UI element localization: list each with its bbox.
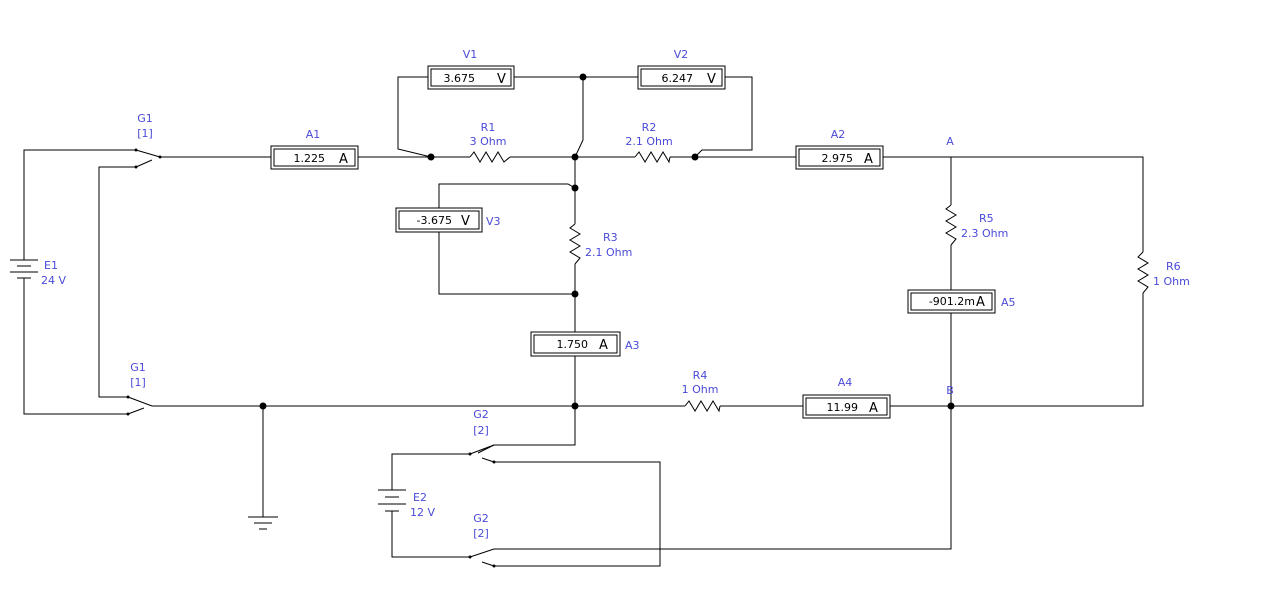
label-v2: V2 [674,48,689,61]
ammeter-a1[interactable]: 1.225 A [270,145,359,170]
value-r1: 3 Ohm [470,135,507,148]
resistor-r4[interactable] [684,400,721,413]
wire-a2-r6 [883,156,1144,252]
junction-dot [571,290,579,298]
junction-dot [691,153,699,161]
wire-g2-link [494,461,661,567]
switch-g1-top[interactable] [134,148,162,169]
label-a5: A5 [1001,296,1016,309]
voltmeter-v2[interactable]: 6.247 V [637,65,726,90]
label-r3: R3 [603,231,618,244]
meter-value: 1.750 [557,338,589,351]
switch-g2-top[interactable] [468,444,496,464]
value-e2: 12 V [410,506,435,519]
meter-value: -901.2m [929,295,975,308]
junction-dot [571,184,579,192]
meter-unit: V [707,72,716,87]
switch-g2-bottom[interactable] [468,548,496,568]
node-label-b: B [946,384,954,397]
resistor-r2[interactable] [634,151,671,164]
label-a4: A4 [838,376,853,389]
resistor-r1[interactable] [469,151,511,163]
junction-dot [571,153,579,161]
label-r4: R4 [693,369,708,382]
wire-e1-top [23,149,136,260]
wire-b-g2 [494,406,952,550]
meter-value: 2.975 [822,152,854,165]
meter-unit: A [339,152,348,167]
meter-value: -3.675 [417,214,452,227]
label-g1-top: G1 [137,112,153,125]
label-g1-bottom: G1 [130,361,146,374]
meter-value: 6.247 [662,72,694,85]
ammeter-a2[interactable]: 2.975 A [795,145,884,170]
label-g2-top: G2 [473,408,489,421]
label-a2: A2 [831,128,846,141]
wire-v1-mid [574,77,584,158]
wire-g1-link [98,166,136,398]
label-r1: R1 [481,121,496,134]
resistor-r3[interactable] [569,223,581,265]
voltmeter-v3[interactable]: -3.675 V [395,207,483,233]
label-r6: R6 [1166,260,1181,273]
value-r2: 2.1 Ohm [625,135,672,148]
junction-dot [427,153,435,161]
wire-e2-top [391,453,470,490]
wires [23,76,1144,567]
battery-e1[interactable] [10,259,38,285]
key-g2-top: [2] [473,424,489,437]
label-v1: V1 [463,48,478,61]
resistor-r5[interactable] [945,204,957,246]
meter-unit: V [461,214,470,229]
meter-unit: A [976,295,985,310]
wire-v3-bottom [438,232,575,295]
junction-dot [947,402,955,410]
wire-v3-top [438,183,576,208]
key-g1-top: [1] [137,127,153,140]
meter-value: 3.675 [444,72,476,85]
resistor-r6[interactable] [1137,251,1149,294]
label-e1: E1 [44,259,58,272]
meter-unit: V [497,72,506,87]
meter-unit: A [864,152,873,167]
junction-dot [571,402,579,410]
value-r6: 1 Ohm [1153,275,1190,288]
ammeter-a3[interactable]: 1.750 A [530,331,621,357]
value-r3: 2.1 Ohm [585,246,632,259]
battery-e2[interactable] [378,489,406,518]
junctions [259,73,955,410]
junction-dot [259,402,267,410]
label-a3: A3 [625,339,640,352]
ammeter-a4[interactable]: 11.99 A [802,394,891,419]
ammeter-a5[interactable]: -901.2m A [907,289,996,314]
voltmeter-v1[interactable]: 3.675 V [427,65,515,90]
key-g2-bottom: [2] [473,527,489,540]
switch-g1-bottom[interactable] [126,395,153,416]
meter-unit: A [869,401,878,416]
meter-unit: A [599,338,608,353]
value-r5: 2.3 Ohm [961,227,1008,240]
meter-value: 11.99 [827,401,859,414]
value-e1: 24 V [41,274,66,287]
node-label-a: A [946,135,954,148]
wire-r6-b [951,293,1144,407]
key-g1-bottom: [1] [130,376,146,389]
wire-e1-bottom [23,285,128,415]
label-r2: R2 [642,121,657,134]
label-g2-bottom: G2 [473,512,489,525]
junction-dot [579,73,587,81]
wire-v2-right [694,76,753,158]
ground-icon [248,516,278,530]
label-v3: V3 [486,215,501,228]
wire-e2-bottom [391,518,470,558]
label-a1: A1 [306,128,321,141]
wire-v1-left [397,76,432,158]
value-r4: 1 Ohm [682,383,719,396]
label-r5: R5 [979,212,994,225]
meter-value: 1.225 [294,152,326,165]
wire-a3-g2 [477,356,576,454]
label-e2: E2 [413,491,427,504]
